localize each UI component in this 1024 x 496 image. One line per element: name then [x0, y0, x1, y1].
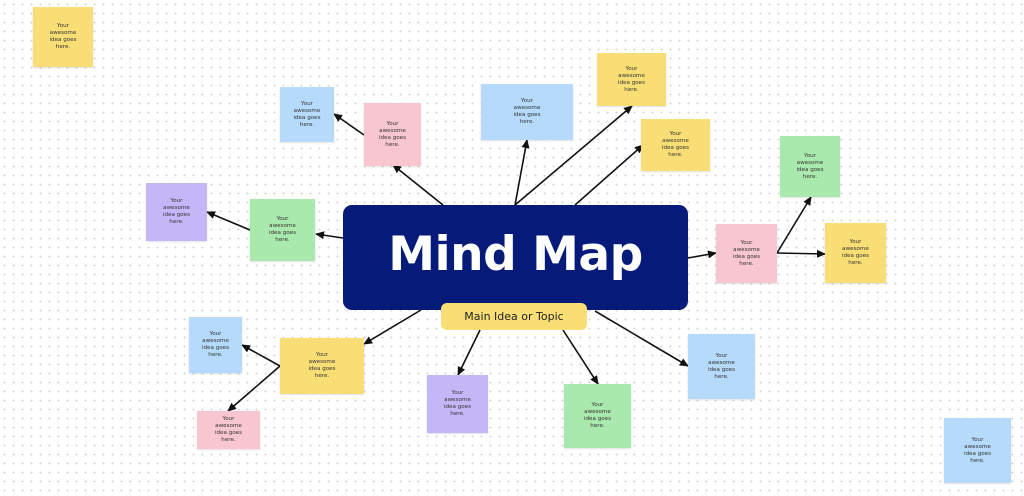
- connector-arrow: [241, 344, 281, 367]
- idea-note-text: Your awesome idea goes here.: [617, 65, 646, 93]
- idea-note[interactable]: Your awesome idea goes here.: [825, 223, 886, 283]
- connector-arrow: [574, 144, 644, 206]
- connector-arrow: [457, 329, 481, 376]
- idea-note-text: Your awesome idea goes here.: [162, 198, 191, 225]
- central-node[interactable]: Mind Map: [343, 205, 688, 310]
- idea-note-text: Your awesome idea goes here.: [378, 120, 407, 148]
- idea-note-text: Your awesome idea goes here.: [732, 239, 761, 267]
- main-topic-pill[interactable]: Main Idea or Topic: [441, 303, 587, 330]
- idea-note[interactable]: Your awesome idea goes here.: [146, 183, 207, 241]
- connector-arrow: [227, 365, 281, 412]
- idea-note-text: Your awesome idea goes here.: [443, 390, 472, 417]
- idea-note[interactable]: Your awesome idea goes here.: [564, 384, 631, 448]
- connector-arrow: [206, 211, 251, 231]
- connector-arrow: [776, 249, 826, 258]
- connector-arrow: [562, 329, 599, 385]
- idea-note[interactable]: Your awesome idea goes here.: [716, 224, 777, 283]
- idea-note-text: Your awesome idea goes here.: [796, 152, 824, 180]
- idea-note-text: Your awesome idea goes here.: [201, 331, 230, 358]
- idea-note[interactable]: Your awesome idea goes here.: [597, 53, 666, 106]
- idea-note[interactable]: Your awesome idea goes here.: [780, 136, 840, 197]
- idea-note[interactable]: Your awesome idea goes here.: [944, 418, 1011, 483]
- idea-note-text: Your awesome idea goes here.: [308, 352, 336, 379]
- connector-arrow: [333, 113, 365, 136]
- idea-note[interactable]: Your awesome idea goes here.: [688, 334, 755, 399]
- connector-arrow: [315, 231, 344, 240]
- connector-arrow: [392, 164, 444, 206]
- connector-arrow: [594, 310, 689, 367]
- idea-note-text: Your awesome idea goes here.: [268, 216, 297, 243]
- idea-note-text: Your awesome idea goes here.: [963, 436, 992, 464]
- idea-note-text: Your awesome idea goes here.: [661, 131, 690, 158]
- connector-arrow: [514, 139, 530, 206]
- idea-note-text: Your awesome idea goes here.: [49, 23, 77, 50]
- idea-note[interactable]: Your awesome idea goes here.: [641, 119, 710, 171]
- idea-note[interactable]: Your awesome idea goes here.: [250, 199, 315, 261]
- connector-arrow: [363, 309, 422, 345]
- connector-arrow: [776, 196, 812, 254]
- idea-note[interactable]: Your awesome idea goes here.: [364, 103, 421, 166]
- idea-note[interactable]: Your awesome idea goes here.: [427, 375, 488, 433]
- idea-note-text: Your awesome idea goes here.: [841, 239, 870, 266]
- idea-note[interactable]: Your awesome idea goes here.: [197, 411, 260, 449]
- idea-note-text: Your awesome idea goes here.: [583, 402, 612, 429]
- connector-arrow: [514, 105, 633, 206]
- central-title: Mind Map: [388, 227, 643, 282]
- idea-note[interactable]: Your awesome idea goes here.: [481, 84, 573, 140]
- idea-note[interactable]: Your awesome idea goes here.: [33, 7, 93, 67]
- idea-note-text: Your awesome idea goes here.: [293, 100, 321, 128]
- idea-note-text: Your awesome idea goes here.: [214, 416, 243, 443]
- idea-note[interactable]: Your awesome idea goes here.: [280, 338, 364, 394]
- idea-note-text: Your awesome idea goes here.: [513, 98, 541, 125]
- idea-note[interactable]: Your awesome idea goes here.: [280, 87, 334, 142]
- connector-arrow: [687, 250, 717, 259]
- idea-note-text: Your awesome idea goes here.: [707, 352, 736, 380]
- main-topic-label: Main Idea or Topic: [464, 310, 564, 323]
- idea-note[interactable]: Your awesome idea goes here.: [189, 317, 242, 373]
